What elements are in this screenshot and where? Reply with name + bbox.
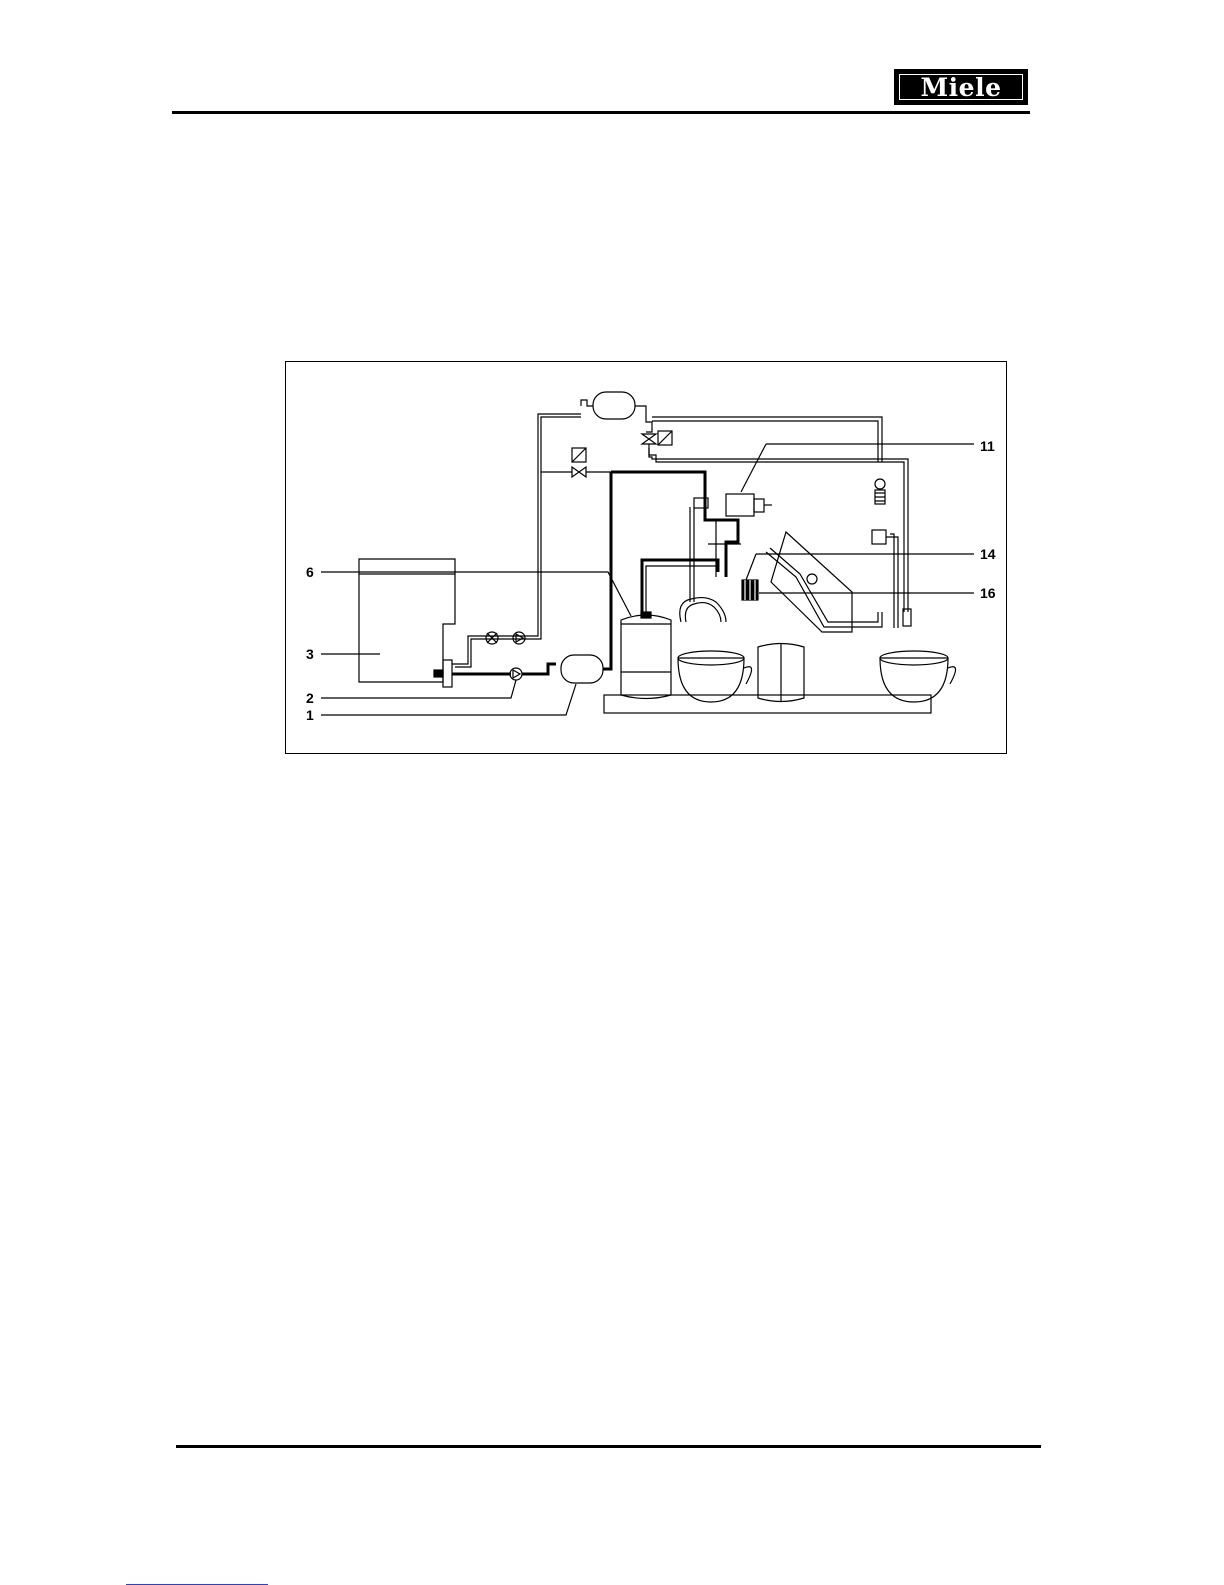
- footer-rule: [176, 1445, 1041, 1448]
- lower-heater: [561, 655, 603, 683]
- leader-6: [321, 572, 631, 616]
- callout-14: 14: [980, 546, 996, 562]
- leader-1: [321, 684, 576, 715]
- top-heater: [593, 392, 635, 419]
- tank-valve: [443, 660, 452, 687]
- slanted-valve-body: [771, 532, 852, 632]
- top-solenoid-valve: [642, 434, 656, 444]
- right-check-valve: [875, 479, 885, 489]
- tank-valve-stem: [434, 670, 443, 677]
- component-11: [726, 494, 754, 516]
- callout-2: 2: [306, 690, 314, 706]
- left-solenoid-valve: [572, 467, 586, 477]
- callout-3: 3: [306, 646, 314, 662]
- water-tank: [359, 559, 455, 682]
- callout-6: 6: [306, 564, 314, 580]
- schematic-drawing: 11 14 16 6 3 2 1: [286, 362, 1008, 755]
- water-circuit-schematic: 11 14 16 6 3 2 1: [285, 361, 1007, 754]
- header-rule: [172, 111, 1030, 114]
- miele-logo: Miele: [894, 69, 1028, 105]
- valve-14-ball: [807, 574, 817, 584]
- brew-unit: [621, 615, 671, 699]
- callout-1: 1: [306, 707, 314, 723]
- callout-16: 16: [980, 585, 996, 601]
- logo-wordmark: Miele: [921, 75, 1002, 100]
- leader-2: [321, 680, 516, 698]
- callout-11: 11: [980, 438, 995, 454]
- right-valve: [872, 530, 886, 544]
